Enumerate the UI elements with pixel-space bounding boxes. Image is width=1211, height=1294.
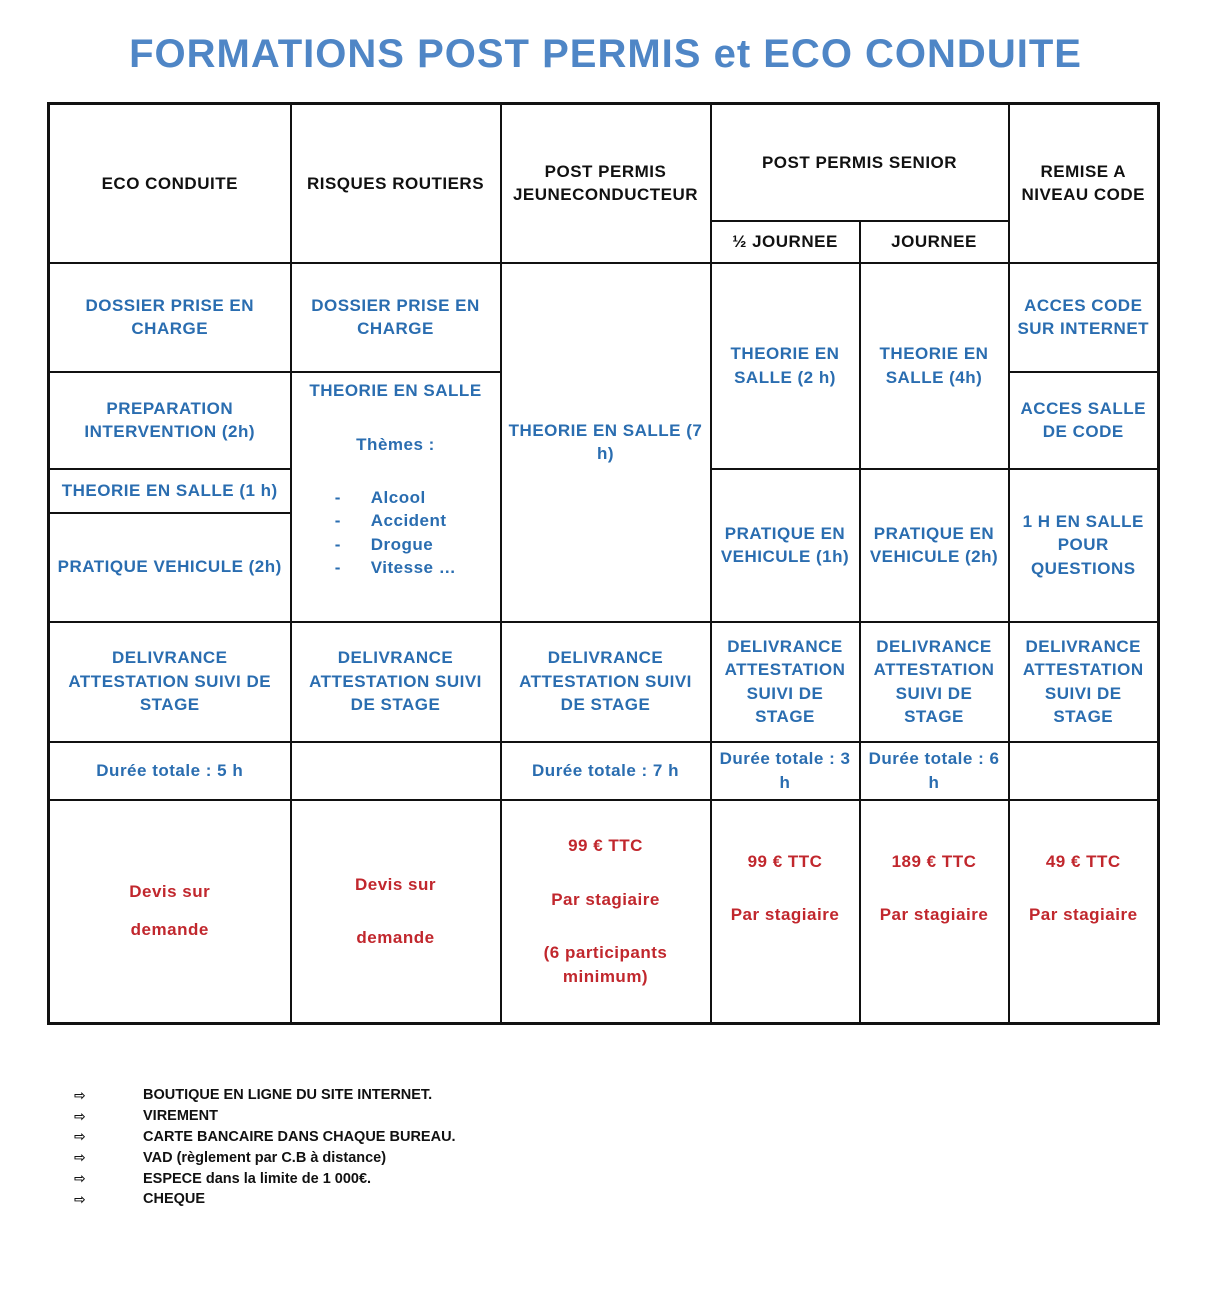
remise-prix-line1: 49 € TTC <box>1045 851 1121 871</box>
header-remise-line1: REMISE A <box>1040 161 1127 181</box>
senior-full-delivrance: DELIVRANCE ATTESTATION SUIVI DE STAGE <box>858 620 1010 743</box>
arrow-right-icon: ⇨ <box>74 1128 86 1145</box>
theme-item: Vitesse … <box>335 556 456 580</box>
payment-item: ⇨CHEQUE <box>74 1190 206 1208</box>
theme-item: Drogue <box>335 533 456 557</box>
arrow-right-icon: ⇨ <box>74 1149 86 1166</box>
remise-step-acces-internet: ACCES CODE SUR INTERNET <box>1007 261 1160 373</box>
header-eco-conduite: ECO CONDUITE <box>47 102 292 264</box>
page-title: FORMATIONS POST PERMIS et ECO CONDUITE <box>129 32 1082 76</box>
senior-half-step-theorie: THEORIE EN SALLE (2 h) <box>709 261 861 470</box>
risques-step-dossier: DOSSIER PRISE EN CHARGE <box>289 261 502 373</box>
senior-full-step-pratique: PRATIQUE EN VEHICULE (2h) <box>858 467 1010 623</box>
senior-half-delivrance: DELIVRANCE ATTESTATION SUIVI DE STAGE <box>709 620 861 743</box>
payment-item: ⇨ESPECE dans la limite de 1 000€. <box>74 1170 372 1187</box>
eco-step-preparation: PREPARATION INTERVENTION (2h) <box>47 370 292 470</box>
eco-prix-line2: demande <box>130 920 209 940</box>
eco-prix-line1: Devis sur <box>129 882 211 902</box>
jeune-delivrance: DELIVRANCE ATTESTATION SUIVI DE STAGE <box>499 620 712 743</box>
header-remise-line2: NIVEAU CODE <box>1021 185 1146 205</box>
remise-prix-line2: Par stagiaire <box>1028 905 1138 924</box>
jeune-prix-line2: Par stagiaire <box>551 889 660 909</box>
risques-duree <box>289 740 502 801</box>
jeune-prix-line1: 99 € TTC <box>568 836 643 856</box>
risques-prix-line1: Devis sur <box>354 874 437 894</box>
senior-full-prix-line1: 189 € TTC <box>891 851 977 871</box>
risques-themes-label: Thèmes : <box>356 435 435 454</box>
jeune-duree: Durée totale : 7 h <box>499 740 712 801</box>
senior-full-prix-line2: Par stagiaire <box>879 905 989 924</box>
senior-half-prix-line1: 99 € TTC <box>747 851 823 871</box>
risques-theorie-label: THEORIE EN SALLE <box>309 380 482 400</box>
remise-prix: 49 € TTC Par stagiaire <box>1007 798 1160 1025</box>
remise-step-acces-salle: ACCES SALLE DE CODE <box>1007 370 1160 470</box>
arrow-right-icon: ⇨ <box>74 1190 86 1207</box>
senior-half-step-pratique: PRATIQUE EN VEHICULE (1h) <box>709 467 861 623</box>
eco-duree: Durée totale : 5 h <box>47 740 292 801</box>
risques-prix-line2: demande <box>356 928 435 948</box>
header-risques-routiers: RISQUES ROUTIERS <box>289 102 502 264</box>
payment-item: ⇨BOUTIQUE EN LIGNE DU SITE INTERNET. <box>74 1086 433 1104</box>
header-jeune-line1: POST PERMIS <box>544 161 667 181</box>
remise-delivrance: DELIVRANCE ATTESTATION SUIVI DE STAGE <box>1007 620 1160 743</box>
remise-duree <box>1007 740 1160 801</box>
jeune-prix: 99 € TTC Par stagiaire (6 participants m… <box>499 798 712 1025</box>
arrow-right-icon: ⇨ <box>74 1107 86 1124</box>
payment-methods-list: ⇨BOUTIQUE EN LIGNE DU SITE INTERNET. ⇨VI… <box>74 1085 456 1210</box>
risques-themes-list: Alcool Accident Drogue Vitesse … <box>335 486 456 580</box>
header-jeune-line2: JEUNECONDUCTEUR <box>512 185 699 205</box>
jeune-step-theorie: THEORIE EN SALLE (7 h) <box>499 261 712 623</box>
senior-half-duree: Durée totale : 3 h <box>709 740 861 801</box>
arrow-right-icon: ⇨ <box>74 1086 86 1103</box>
risques-step-theorie: THEORIE EN SALLE Thèmes : Alcool Acciden… <box>289 370 502 623</box>
eco-step-pratique: PRATIQUE VEHICULE (2h) <box>47 511 292 623</box>
header-remise-niveau-code: REMISE A NIVEAU CODE <box>1007 102 1160 264</box>
pricing-table: ECO CONDUITE RISQUES ROUTIERS POST PERMI… <box>47 102 1160 1025</box>
senior-full-duree: Durée totale : 6 h <box>858 740 1010 801</box>
arrow-right-icon: ⇨ <box>74 1170 86 1187</box>
theme-item: Alcool <box>335 486 456 510</box>
header-post-permis-jeune: POST PERMIS JEUNECONDUCTEUR <box>499 102 712 264</box>
payment-item: ⇨VIREMENT <box>74 1107 218 1125</box>
risques-delivrance: DELIVRANCE ATTESTATION SUIVI DE STAGE <box>289 620 502 743</box>
eco-step-theorie: THEORIE EN SALLE (1 h) <box>47 467 292 514</box>
senior-full-step-theorie: THEORIE EN SALLE (4h) <box>858 261 1010 470</box>
header-senior-half-day: ½ JOURNEE <box>709 219 861 264</box>
risques-prix: Devis sur demande <box>289 798 502 1025</box>
remise-step-questions: 1 H EN SALLE POUR QUESTIONS <box>1007 467 1160 623</box>
senior-full-prix: 189 € TTC Par stagiaire <box>858 798 1010 1025</box>
header-senior-full-day: JOURNEE <box>858 219 1010 264</box>
theme-item: Accident <box>335 509 456 533</box>
payment-item: ⇨VAD (règlement par C.B à distance) <box>74 1149 387 1166</box>
senior-half-prix: 99 € TTC Par stagiaire <box>709 798 861 1025</box>
jeune-prix-line3: (6 participants minimum) <box>543 943 668 986</box>
eco-step-dossier: DOSSIER PRISE EN CHARGE <box>47 261 292 373</box>
eco-delivrance: DELIVRANCE ATTESTATION SUIVI DE STAGE <box>47 620 292 743</box>
header-post-permis-senior: POST PERMIS SENIOR <box>709 102 1010 222</box>
senior-half-prix-line2: Par stagiaire <box>730 905 840 924</box>
eco-prix: Devis sur demande <box>47 798 292 1025</box>
payment-item: ⇨CARTE BANCAIRE DANS CHAQUE BUREAU. <box>74 1128 456 1145</box>
